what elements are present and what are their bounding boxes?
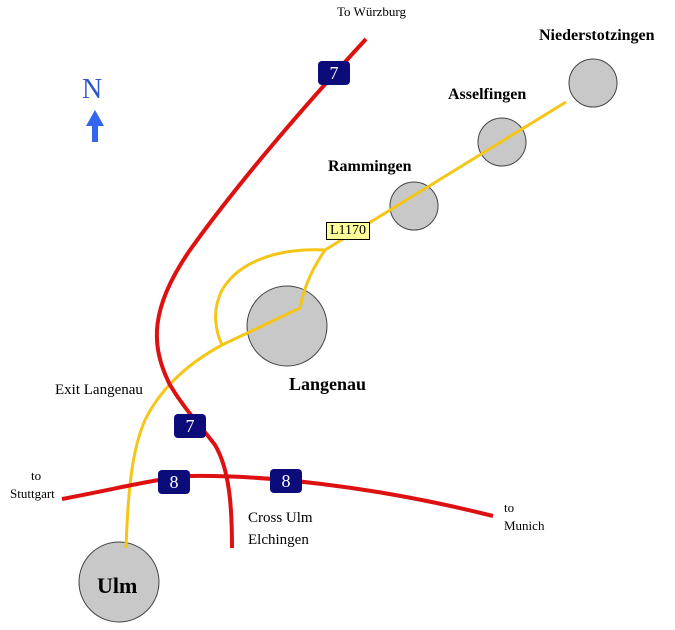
road-label-l1170: L1170 xyxy=(326,222,371,240)
town-label-ulm: Ulm xyxy=(97,573,138,598)
autobahn-a7 xyxy=(154,37,368,549)
town-circle-langenau xyxy=(246,285,328,367)
town-circle-ulm xyxy=(78,541,160,623)
a7-shield-south: 7 xyxy=(174,414,206,438)
town-circle-niederstotzingen xyxy=(568,58,618,108)
north-label: N xyxy=(82,74,103,105)
label-to-stuttgart-2: Stuttgart xyxy=(10,486,55,501)
label-to-munich-2: Munich xyxy=(504,518,545,533)
a7-shield-north: 7 xyxy=(318,61,350,85)
label-exit-langenau: Exit Langenau xyxy=(55,382,143,398)
label-to-wurzburg: To Würzburg xyxy=(337,4,407,19)
a8-shield-west: 8 xyxy=(158,470,190,494)
label-cross-ulm: Cross Ulm xyxy=(248,510,313,526)
north-arrow-icon xyxy=(86,110,104,142)
town-circle-rammingen xyxy=(389,181,439,231)
town-label-asselfingen: Asselfingen xyxy=(448,86,527,103)
a8-shield-east: 8 xyxy=(270,469,302,493)
town-label-langenau: Langenau xyxy=(289,374,367,394)
label-to-munich-1: to xyxy=(504,500,515,515)
autobahn-a8 xyxy=(61,473,494,518)
town-label-niederstotzingen: Niederstotzingen xyxy=(539,27,655,44)
town-label-rammingen: Rammingen xyxy=(328,158,412,175)
label-to-stuttgart-1: to xyxy=(31,468,42,483)
road-langenau-link xyxy=(221,249,327,347)
road-to-ulm xyxy=(124,343,223,549)
label-cross-elchingen: Elchingen xyxy=(248,532,309,548)
road-loop xyxy=(214,248,326,346)
